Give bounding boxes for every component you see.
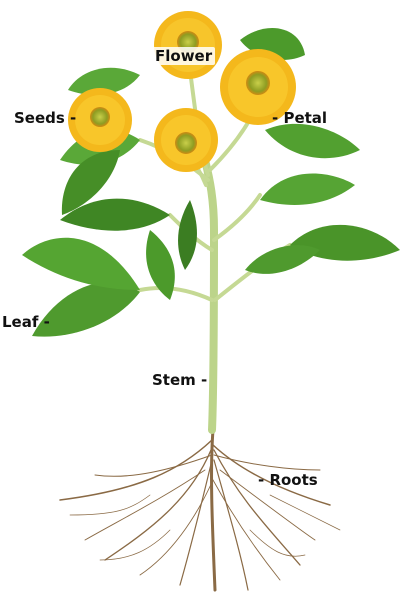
- label-leaf: Leaf -: [2, 313, 50, 331]
- flower-top: [154, 11, 222, 79]
- stem: [205, 160, 214, 430]
- label-flower: Flower: [152, 47, 215, 65]
- roots: [60, 430, 340, 590]
- label-roots: - Roots: [258, 471, 318, 489]
- label-stem: Stem -: [152, 371, 207, 389]
- flower-left: [68, 88, 132, 152]
- label-petal: - Petal: [272, 109, 327, 127]
- label-seeds: Seeds -: [14, 109, 76, 127]
- flower-middle: [154, 108, 218, 172]
